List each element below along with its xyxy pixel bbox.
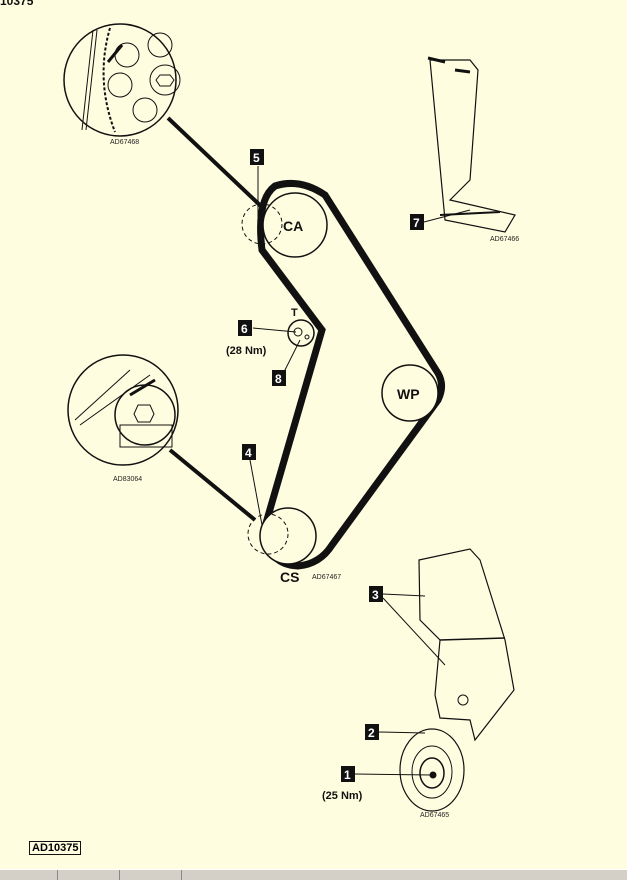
belt-layout-label: AD67467 <box>312 574 341 581</box>
camshaft-label: CA <box>283 218 303 234</box>
toolbar-button-print[interactable] <box>120 870 182 880</box>
crank-detail <box>67 354 257 522</box>
callout-4: 4 <box>242 444 256 460</box>
svg-text:4: 4 <box>245 446 252 460</box>
camshaft-detail-label: AD67468 <box>110 139 139 146</box>
svg-text:8: 8 <box>275 372 282 386</box>
svg-text:7: 7 <box>413 216 420 230</box>
svg-text:5: 5 <box>253 151 260 165</box>
callout-3: 3 <box>369 586 383 602</box>
callout-5: 5 <box>250 149 264 165</box>
crank-pulley-detail <box>399 728 465 812</box>
water-pump-pulley: WP <box>381 364 439 422</box>
figure-id: AD10375 <box>29 841 82 855</box>
camshaft-pulley: CA <box>241 192 328 258</box>
cover-detail <box>418 548 515 742</box>
callout-1: 1 <box>341 766 355 782</box>
crank-detail-label: AD83064 <box>113 476 142 483</box>
toolbar-button-zoom[interactable] <box>58 870 120 880</box>
svg-text:3: 3 <box>372 588 379 602</box>
crankshaft-pulley: CS <box>247 507 317 585</box>
callout-7: 7 <box>410 214 424 230</box>
camshaft-detail <box>63 23 267 212</box>
svg-text:1: 1 <box>344 768 351 782</box>
toolbar-button-crosshair[interactable] <box>0 870 58 880</box>
water-pump-label: WP <box>397 386 420 402</box>
tensioner-pulley: T <box>287 307 315 347</box>
pulley-detail-label: AD67465 <box>420 812 449 819</box>
bottom-toolbar <box>0 869 627 880</box>
svg-text:2: 2 <box>368 726 375 740</box>
svg-text:6: 6 <box>241 322 248 336</box>
crank-bolt-torque: (25 Nm) <box>322 790 363 802</box>
callout-6: 6 <box>238 320 252 336</box>
tensioner-torque: (28 Nm) <box>226 345 267 357</box>
bracket-detail <box>427 56 516 233</box>
bracket-detail-label: AD67466 <box>490 236 519 243</box>
tensioner-label: T <box>291 307 298 319</box>
callout-8: 8 <box>272 370 286 386</box>
callout-2: 2 <box>365 724 379 740</box>
crankshaft-label: CS <box>280 569 299 585</box>
figure-ref-clipped: 10375 <box>0 0 34 8</box>
leader-lines <box>249 166 471 776</box>
